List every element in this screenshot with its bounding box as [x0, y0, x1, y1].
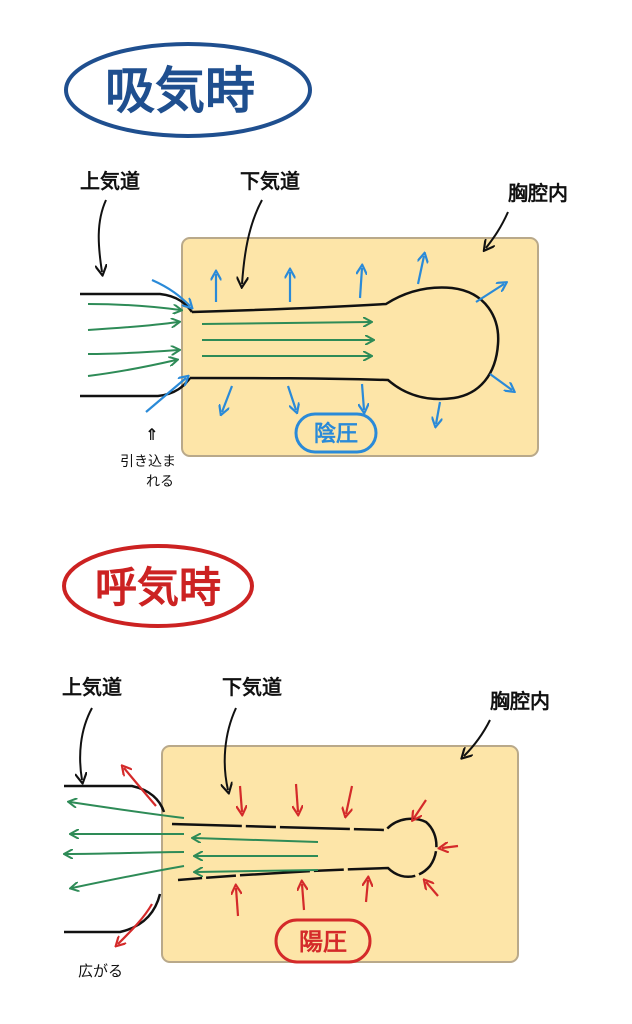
- inhale-panel: 吸気時 上気道 下気道 胸腔内: [64, 42, 568, 490]
- exhale-airflow-arrow: [194, 838, 319, 842]
- exhale-airflow-arrow: [70, 802, 185, 819]
- exhale-lower-airway-label: 下気道: [222, 675, 282, 699]
- inhale-note-line1: 引き込ま: [120, 454, 176, 470]
- compression-arrow: [346, 785, 354, 814]
- widening-arrow: [118, 903, 153, 944]
- exhale-upper-airway-pointer: [80, 707, 93, 780]
- exhale-thorax-label: 胸腔内: [490, 689, 550, 713]
- expansion-arrow: [475, 284, 504, 303]
- widening-arrow: [124, 768, 157, 807]
- inhale-thorax-label: 胸腔内: [508, 181, 568, 205]
- inhale-airflow-arrow: [201, 322, 370, 324]
- exhale-lower-airway-pointer: [225, 707, 237, 790]
- inhale-upper-airway-pointer: [99, 199, 106, 272]
- inhale-airflow-arrow: [87, 350, 178, 354]
- exhale-thorax-pointer: [464, 719, 491, 756]
- expansion-arrow: [286, 385, 296, 410]
- inhale-airflow-arrow: [87, 322, 178, 331]
- expansion-arrow: [151, 278, 190, 306]
- expansion-arrow: [222, 385, 234, 412]
- exhale-title-badge: [62, 544, 254, 628]
- inhale-note-marker: ⇑: [145, 425, 158, 444]
- exhale-airflow-arrow: [66, 852, 185, 854]
- inhale-upper-airway-label: 上気道: [80, 169, 140, 193]
- inhale-thorax-box: [181, 237, 539, 457]
- exhale-note: 広がる: [78, 962, 123, 980]
- inhale-expansion-arrows: [145, 256, 512, 424]
- inhale-thorax-pointer: [486, 211, 509, 248]
- exhale-airflow-arrows: [66, 802, 319, 888]
- expansion-arrow: [360, 268, 362, 299]
- exhale-upper-airway-wall-bottom: [64, 893, 162, 934]
- compression-arrow: [426, 882, 439, 897]
- inhale-lower-airway-outline: [189, 286, 500, 401]
- inhale-lower-airway-label: 下気道: [240, 169, 300, 193]
- compression-arrow: [296, 783, 298, 812]
- expansion-arrow: [416, 256, 424, 285]
- exhale-upper-airway-label: 上気道: [62, 675, 122, 699]
- compression-arrow: [302, 884, 304, 911]
- expansion-arrow: [489, 373, 512, 390]
- compression-arrow: [442, 846, 459, 848]
- inhale-title: 吸気時: [105, 62, 255, 120]
- expansion-arrow: [436, 401, 440, 424]
- exhale-panel: 呼気時 上気道 下気道 胸腔内: [62, 544, 550, 980]
- exhale-compression-arrows: [118, 768, 459, 944]
- inhale-pressure-label: 陰圧: [314, 421, 358, 447]
- exhale-pressure-label: 陽圧: [299, 928, 347, 956]
- compression-arrow: [240, 785, 242, 812]
- inhale-lower-airway-pointer: [242, 199, 263, 284]
- exhale-airflow-arrow: [72, 865, 185, 888]
- exhale-title: 呼気時: [95, 563, 221, 612]
- exhale-upper-airway-wall-top: [64, 784, 166, 813]
- inhale-title-badge: [64, 42, 312, 138]
- inhale-upper-airway-wall-bottom: [80, 377, 191, 398]
- compression-arrow: [366, 880, 368, 903]
- exhale-pressure-badge: [274, 918, 372, 964]
- expansion-arrow: [362, 383, 364, 410]
- compression-arrow: [236, 888, 238, 917]
- expansion-arrow: [145, 378, 186, 413]
- inhale-airflow-arrow: [87, 360, 176, 377]
- inhale-pressure-badge: [294, 412, 378, 454]
- exhale-airflow-arrow: [196, 870, 319, 872]
- compression-arrow: [414, 799, 427, 818]
- inhale-airflow-arrow: [87, 303, 180, 310]
- inhale-airflow-arrows: [87, 303, 372, 377]
- inhale-note-line2: れる: [146, 474, 174, 490]
